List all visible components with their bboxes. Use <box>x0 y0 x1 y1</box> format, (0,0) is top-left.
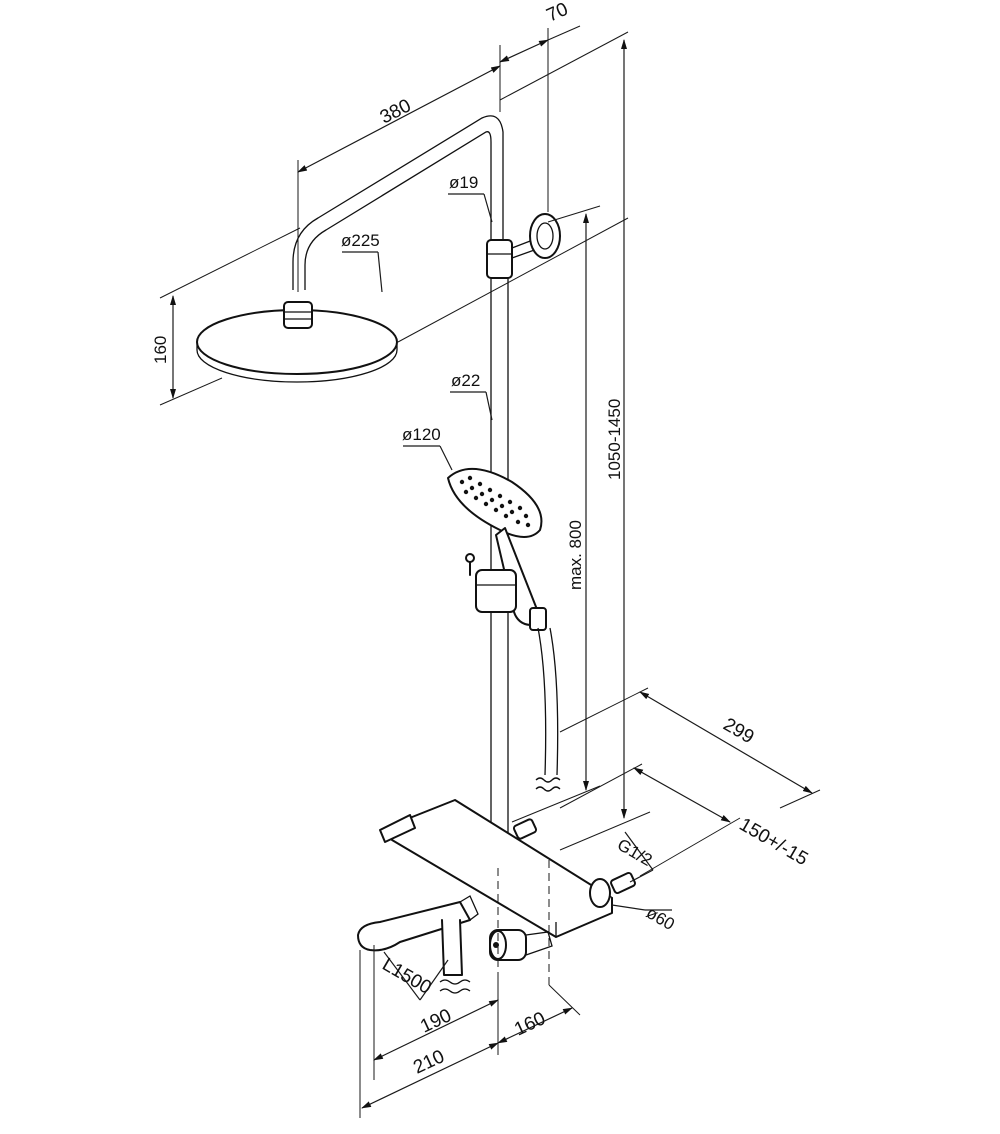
dim-flange: ø60 <box>643 903 678 934</box>
dim-380: 380 <box>377 95 415 128</box>
product-outline <box>196 115 636 994</box>
dim-hand-shower: ø120 <box>402 425 441 444</box>
dim-pipe-dia: ø22 <box>451 371 480 390</box>
dim-70: 70 <box>543 0 571 27</box>
dim-head-height: 160 <box>151 336 170 364</box>
slide-holder <box>465 553 547 631</box>
dim-pipe-top: ø19 <box>449 173 478 192</box>
dim-spout-210: 210 <box>410 1046 448 1078</box>
inlet-connections <box>512 818 636 908</box>
dimension-labels: 70 380 ø19 ø225 160 ø22 ø120 1050-1450 m… <box>151 0 811 1079</box>
dim-spacing: 150+/-15 <box>736 814 812 870</box>
dim-wall-depth: 299 <box>720 714 758 748</box>
bath-spout <box>357 895 479 994</box>
mixer-body <box>379 799 613 938</box>
dim-head-dia: ø225 <box>341 231 380 250</box>
dimension-lines <box>159 25 821 1118</box>
hose <box>537 627 547 776</box>
rain-shower-head <box>196 301 398 383</box>
thermostat-knob <box>489 929 553 961</box>
wall-bracket <box>511 213 561 259</box>
dim-spout-190: 190 <box>417 1005 455 1037</box>
dim-mixer-depth: 160 <box>511 1008 549 1040</box>
dim-height-range: 1050-1450 <box>605 399 624 480</box>
dim-max-height: max. 800 <box>566 520 585 590</box>
dim-hose-length: L1500 <box>379 954 435 999</box>
